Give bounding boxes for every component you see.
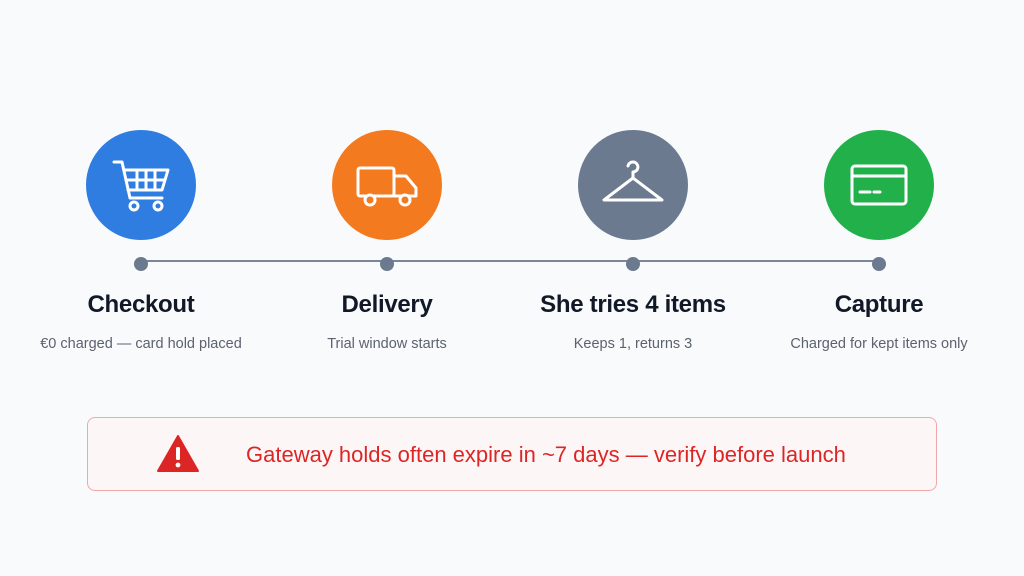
timeline-dot [872,257,886,271]
step-title: Capture [834,291,924,318]
hanger-icon [602,160,664,202]
step-title: Delivery [341,291,433,318]
step-description: Trial window starts [327,336,447,352]
step-circle-delivery [332,130,442,240]
delivery-truck-icon [356,166,418,207]
warning-banner: Gateway holds often expire in ~7 days — … [87,417,937,491]
shopping-cart-icon [112,160,170,212]
step-circle-try-items [578,130,688,240]
step-capture: Capture Charged for kept items only [759,130,999,352]
step-circle-checkout [86,130,196,240]
step-delivery: Delivery Trial window starts [267,130,507,352]
credit-card-icon [850,164,908,206]
step-try-items: She tries 4 items Keeps 1, returns 3 [513,130,753,352]
timeline-dot [134,257,148,271]
timeline-line [141,260,880,262]
step-title: She tries 4 items [540,291,726,318]
step-description: Charged for kept items only [790,336,968,352]
warning-icon [157,435,199,472]
timeline-dot [626,257,640,271]
step-description: Keeps 1, returns 3 [573,336,693,352]
timeline-dot [380,257,394,271]
step-circle-capture [824,130,934,240]
step-title: Checkout [87,291,195,318]
step-checkout: Checkout €0 charged — card hold placed [21,130,261,352]
warning-text: Gateway holds often expire in ~7 days — … [246,442,846,467]
step-description: €0 charged — card hold placed [40,336,242,352]
